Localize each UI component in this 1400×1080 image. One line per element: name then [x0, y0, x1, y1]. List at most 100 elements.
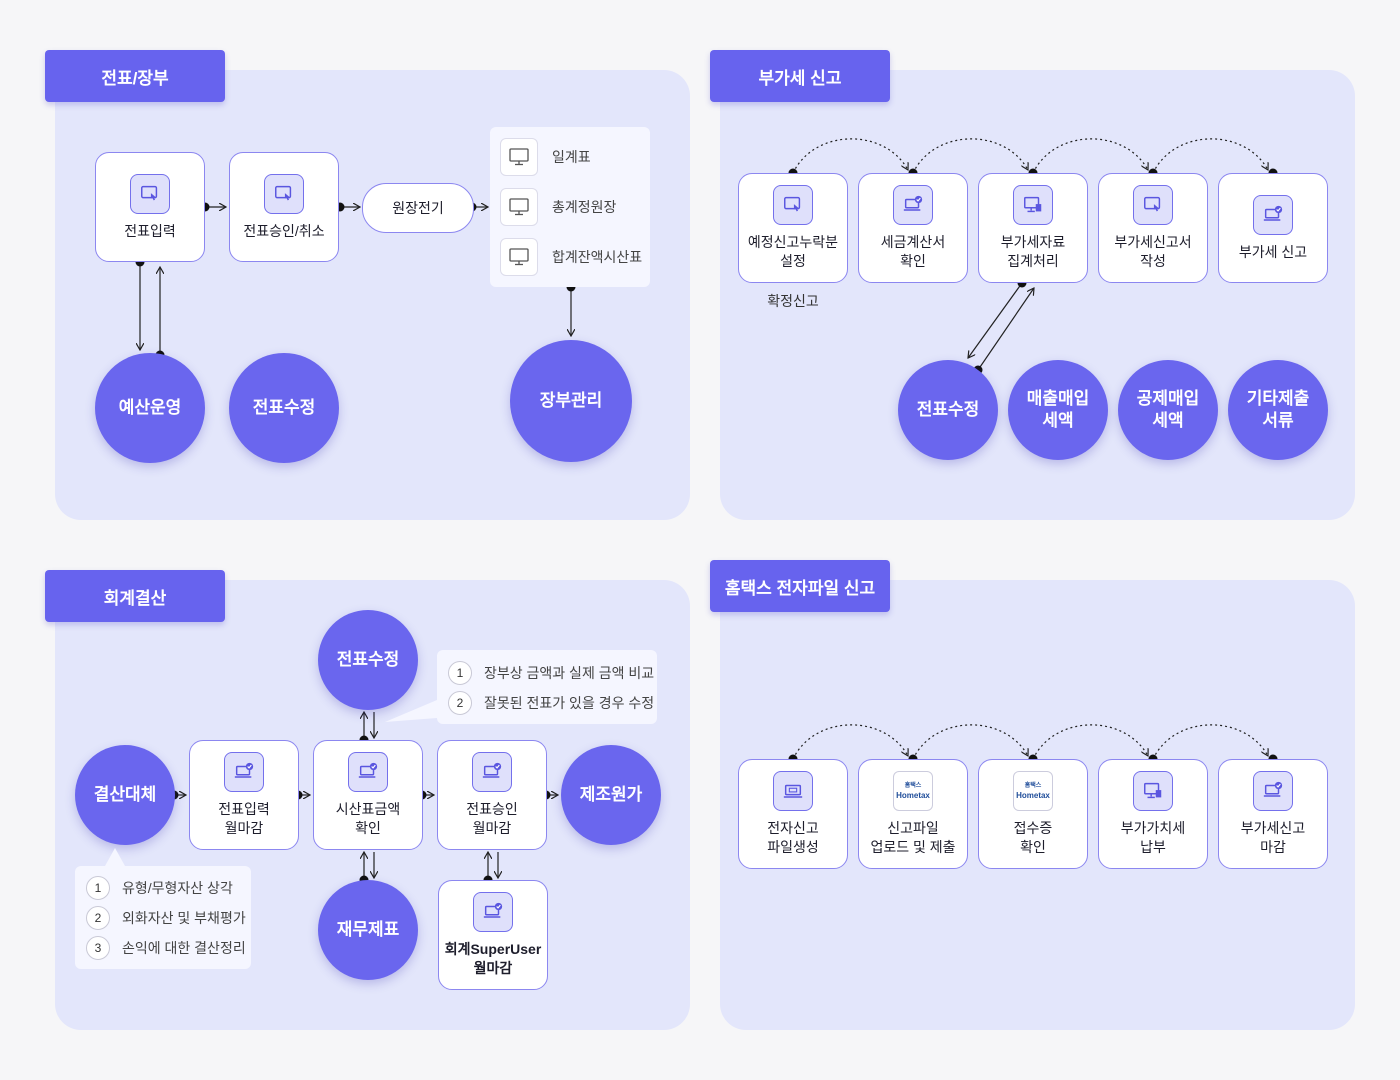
step-label: 확인: [1020, 839, 1046, 855]
vat-step-3[interactable]: 부가세자료 집계처리: [978, 173, 1088, 283]
closing-slip-edit-circle[interactable]: 전표수정: [318, 610, 418, 710]
slip-entry-box[interactable]: 전표입력: [95, 152, 205, 262]
monitor-icon: [500, 188, 538, 226]
slip-approve-label: 전표승인/취소: [243, 222, 325, 239]
step-label: 파일생성: [767, 839, 819, 855]
hometax-step-4[interactable]: 부가가치세 납부: [1098, 759, 1208, 869]
step-label: 접수증: [1013, 820, 1053, 836]
circle-label: 세액: [1042, 411, 1074, 430]
ledger-item-label: 총계정원장: [552, 199, 617, 215]
laptop-icon: [773, 771, 813, 811]
step-label: 월마감: [224, 820, 264, 836]
step-label: 예정신고누락분: [747, 234, 839, 250]
superuser-close-box[interactable]: 회계SuperUser 월마감: [438, 880, 548, 990]
note-top: [437, 650, 657, 724]
logo-text: 홈택스: [904, 783, 922, 789]
touch-screen-icon: [130, 173, 170, 214]
note-text: 장부상 금액과 실제 금액 비교: [484, 665, 655, 681]
hometax-logo-icon: 홈택스 Hometax: [893, 771, 933, 811]
laptop-check-icon: [472, 752, 512, 792]
section-title-hometax: 홈택스 전자파일 신고: [710, 560, 890, 612]
touch-screen-icon: [1133, 185, 1173, 225]
section-title-vat: 부가세 신고: [710, 50, 890, 102]
step-label: 월마감: [472, 820, 512, 836]
step-label: 확인: [900, 253, 926, 269]
step-label: 집계처리: [1007, 253, 1059, 269]
manufacturing-cost-circle[interactable]: 제조원가: [561, 745, 661, 845]
ledger-posting-pill[interactable]: 원장전기: [362, 183, 474, 233]
step-label: 납부: [1140, 839, 1166, 855]
circle-label: 매출매입: [1026, 389, 1090, 408]
slip-approve-box[interactable]: 전표승인/취소: [229, 152, 339, 262]
hometax-step-5[interactable]: 부가세신고 마감: [1218, 759, 1328, 869]
closing-trial-box[interactable]: 시산표금액 확인: [313, 740, 423, 850]
step-label: 부가가치세: [1120, 820, 1186, 836]
hometax-step-1[interactable]: 전자신고 파일생성: [738, 759, 848, 869]
monitor-icon: [500, 238, 538, 276]
circle-label: 전표수정: [916, 400, 980, 419]
ledger-item-label: 일계표: [552, 149, 591, 165]
logo-text: 홈택스: [1024, 783, 1042, 789]
logo-text: Hometax: [1016, 791, 1050, 800]
ledger-item-label: 합계잔액시산표: [552, 249, 643, 265]
step-label: 신고파일: [887, 820, 939, 836]
monitor-icon: [500, 138, 538, 176]
number-badge: 3: [86, 936, 110, 960]
hometax-step-3[interactable]: 홈택스 Hometax 접수증 확인: [978, 759, 1088, 869]
step-label: 마감: [1260, 839, 1286, 855]
note-text: 외화자산 및 부채평가: [122, 910, 246, 926]
ledger-item-trial[interactable]: 합계잔액시산표: [500, 238, 642, 276]
ledger-item-daily[interactable]: 일계표: [500, 138, 591, 176]
slip-edit-circle[interactable]: 전표수정: [229, 353, 339, 463]
closing-transfer-circle[interactable]: 결산대체: [75, 745, 175, 845]
laptop-check-icon: [348, 752, 388, 792]
hometax-logo-icon: 홈택스 Hometax: [1013, 771, 1053, 811]
note-bottom-2: 2 외화자산 및 부채평가: [86, 906, 246, 930]
vat-step-2[interactable]: 세금계산서 확인: [858, 173, 968, 283]
vat-step-4[interactable]: 부가세신고서 작성: [1098, 173, 1208, 283]
number-badge: 2: [448, 691, 472, 715]
step-label: 부가세신고: [1240, 820, 1306, 836]
touch-screen-icon: [264, 173, 304, 214]
step-label: 전표승인: [466, 801, 518, 817]
monitor-document-icon: [1013, 185, 1053, 225]
ledger-item-general[interactable]: 총계정원장: [500, 188, 616, 226]
section-title-closing: 회계결산: [45, 570, 225, 622]
vat-step-1[interactable]: 예정신고누락분 설정: [738, 173, 848, 283]
closing-entry-box[interactable]: 전표입력 월마감: [189, 740, 299, 850]
step-label: 부가세신고서: [1114, 234, 1192, 250]
touch-screen-icon: [773, 185, 813, 225]
book-manage-circle[interactable]: 장부관리: [510, 340, 632, 462]
note-text: 유형/무형자산 상각: [122, 880, 233, 896]
number-badge: 2: [86, 906, 110, 930]
closing-approve-box[interactable]: 전표승인 월마감: [437, 740, 547, 850]
step-label: 전표입력: [218, 801, 270, 817]
step-label: 세금계산서: [880, 234, 946, 250]
laptop-check-icon: [224, 752, 264, 792]
vat-step-5[interactable]: 부가세 신고: [1218, 173, 1328, 283]
step-label: 부가세자료: [1000, 234, 1066, 250]
section-title-slip-ledger: 전표/장부: [45, 50, 225, 102]
vat-circle-slip-edit[interactable]: 전표수정: [898, 360, 998, 460]
laptop-check-icon: [893, 185, 933, 225]
monitor-document-icon: [1133, 771, 1173, 811]
number-badge: 1: [86, 876, 110, 900]
note-text: 잘못된 전표가 있을 경우 수정: [484, 695, 655, 711]
logo-text: Hometax: [896, 791, 930, 800]
financial-statements-circle[interactable]: 재무제표: [318, 880, 418, 980]
step-label: 회계SuperUser: [444, 941, 542, 957]
final-report-label: 확정신고: [767, 293, 819, 309]
step-label: 작성: [1140, 253, 1166, 269]
step-label: 부가세 신고: [1238, 243, 1308, 260]
laptop-check-icon: [1253, 194, 1293, 235]
step-label: 시산표금액: [335, 801, 401, 817]
step-label: 설정: [780, 253, 806, 269]
budget-circle[interactable]: 예산운영: [95, 353, 205, 463]
note-bottom-1: 1 유형/무형자산 상각: [86, 876, 233, 900]
